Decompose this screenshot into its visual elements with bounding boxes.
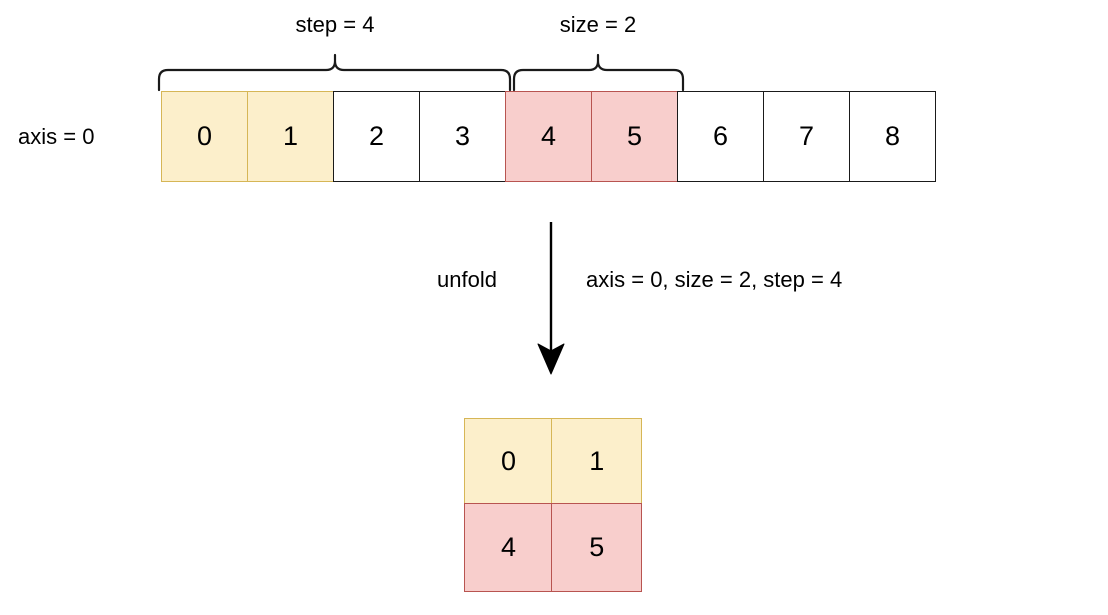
output-cell: 4 — [464, 503, 553, 592]
input-cell: 8 — [849, 91, 936, 182]
output-cell: 1 — [551, 418, 642, 505]
input-cell: 2 — [333, 91, 420, 182]
params-label: axis = 0, size = 2, step = 4 — [586, 267, 843, 292]
input-cell: 0 — [161, 91, 248, 182]
size-brace-label: size = 2 — [559, 12, 637, 37]
step-brace-icon — [157, 53, 512, 92]
input-cell: 4 — [505, 91, 592, 182]
input-cell: 7 — [763, 91, 850, 182]
axis-label: axis = 0 — [18, 124, 95, 149]
input-cell: 5 — [591, 91, 678, 182]
operation-label: unfold — [437, 267, 497, 292]
input-cell: 1 — [247, 91, 334, 182]
unfold-arrow-head-icon — [537, 343, 565, 375]
size-brace-icon — [512, 53, 685, 92]
step-brace-label: step = 4 — [295, 12, 375, 37]
output-cell: 5 — [551, 503, 642, 592]
input-cell: 3 — [419, 91, 506, 182]
output-cell: 0 — [464, 418, 553, 505]
input-cell: 6 — [677, 91, 764, 182]
